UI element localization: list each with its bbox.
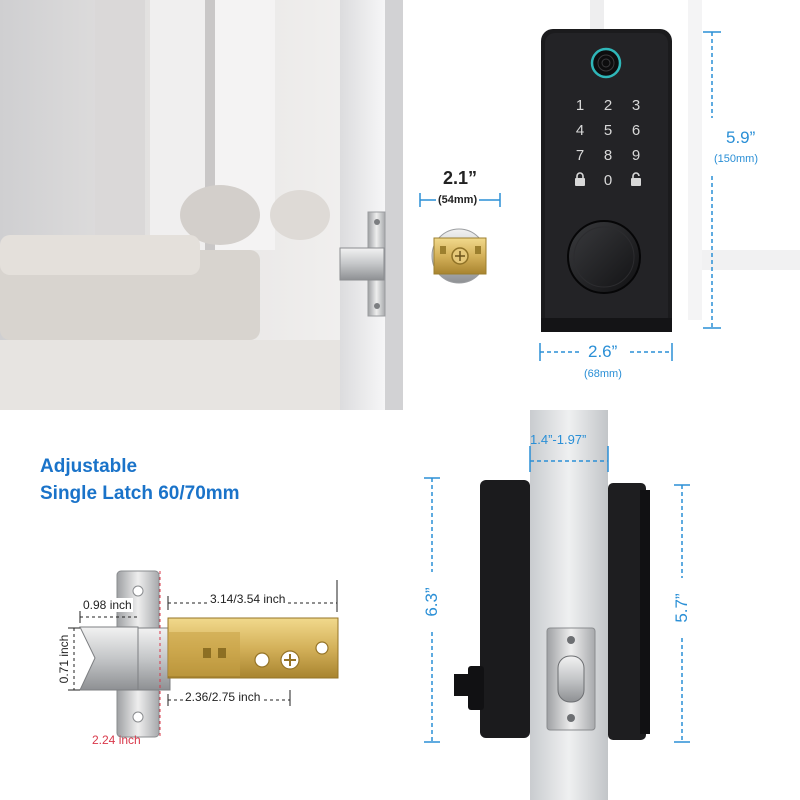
keypad-key-7: 7 [575, 147, 585, 164]
keypad-key-2: 2 [603, 97, 613, 114]
faceplate-height-label: 2.24 inch [92, 733, 141, 747]
bore-dimension-metric: (54mm) [436, 194, 480, 206]
width-dimension-value: 2.6” [588, 342, 618, 361]
keypad-key-6: 6 [631, 122, 641, 139]
bore-hole-latch [431, 228, 487, 284]
smart-lock-front [541, 29, 672, 332]
width-dimension-metric: (68mm) [584, 368, 622, 380]
keypad-key-8: 8 [603, 147, 613, 164]
keypad-key-9: 9 [631, 147, 641, 164]
backset-short-label: 2.36/2.75 inch [183, 690, 263, 704]
room-scene [0, 0, 403, 410]
inner-height-label: 5.7” [672, 593, 691, 623]
keypad-key-0: 0 [603, 172, 613, 189]
bolt-length-label: 0.98 inch [82, 598, 133, 612]
door-thickness-label: 1.4”-1.97” [530, 432, 587, 447]
bore-dimension-value: 2.1” [443, 168, 478, 188]
outer-height-label: 6.3” [422, 587, 441, 617]
keypad-key-1: 1 [575, 97, 585, 114]
keypad-key-5: 5 [603, 122, 613, 139]
backset-long-label: 3.14/3.54 inch [208, 592, 288, 606]
unlocked-padlock-icon [630, 172, 642, 186]
keypad-key-4: 4 [575, 122, 585, 139]
adjustable-latch [79, 570, 339, 738]
bolt-height-label: 0.71 inch [57, 634, 71, 684]
heading-line-2: Single Latch 60/70mm [40, 483, 240, 504]
locked-padlock-icon [574, 172, 586, 186]
keypad-key-3: 3 [631, 97, 641, 114]
door-dimension-lines [424, 446, 690, 743]
height-dimension-metric: (150mm) [714, 153, 759, 165]
heading-line-1: Adjustable [40, 456, 138, 477]
door-cross-section [454, 410, 650, 800]
height-dimension-value: 5.9” [726, 128, 756, 147]
